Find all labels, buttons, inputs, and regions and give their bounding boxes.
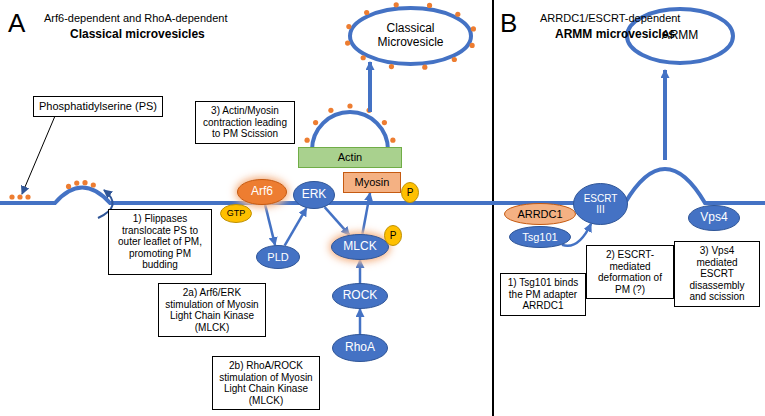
erk-ellipse: ERK — [293, 181, 335, 209]
arf6-ellipse: Arf6 — [237, 179, 287, 205]
vps4-ellipse: Vps4 — [688, 205, 740, 231]
arrdc1-ellipse: ARRDC1 — [504, 203, 576, 225]
phosphate-dot: P — [401, 182, 419, 203]
phosphate-dot: P — [384, 225, 402, 246]
node-label: P — [390, 230, 397, 242]
step-callout: 2) ESCRT-mediated deformation of PM (?) — [586, 245, 674, 299]
node-label: Phosphatidylserine (PS) — [39, 100, 157, 113]
term-box: Phosphatidylserine (PS) — [33, 96, 163, 117]
rhoa-ellipse: RhoA — [332, 334, 388, 362]
vesicle-ellipse: Classical Microvesicle — [348, 6, 473, 66]
panel-heading: ARMM microvesicles — [555, 27, 675, 41]
step-callout: 2b) RhoA/ROCK stimulation of Myosin Ligh… — [212, 356, 320, 410]
panel-letter: B — [500, 8, 517, 39]
myosin-box: Myosin — [343, 172, 401, 193]
gtp-dot: GTP — [220, 204, 252, 223]
node-label: Tsg101 — [522, 231, 557, 244]
callout-text: 1) Flippases translocate PS to outer lea… — [114, 213, 206, 271]
callout-text: 1) Tsg101 binds the PM adapter ARRDC1 — [506, 277, 580, 312]
signal-arrow — [359, 260, 362, 283]
rock-ellipse: ROCK — [332, 283, 388, 309]
callout-text: 2b) RhoA/ROCK stimulation of Myosin Ligh… — [218, 360, 314, 406]
node-label: Classical Microvesicle — [366, 22, 456, 50]
callout-text: 2a) Arf6/ERK stimulation of Myosin Light… — [164, 287, 260, 333]
callout-text: 2) ESCRT-mediated deformation of PM (?) — [592, 249, 668, 295]
step-callout: 1) Tsg101 binds the PM adapter ARRDC1 — [500, 273, 586, 316]
panel-heading: ARRDC1/ESCRT-dependent — [540, 12, 680, 24]
panel-letter: A — [8, 8, 25, 39]
node-label: Arf6 — [251, 185, 273, 199]
step-callout: 3) Vps4 mediated ESCRT disassembly and s… — [674, 241, 760, 307]
node-label: ESCRT III — [583, 193, 619, 216]
signal-arrow — [265, 205, 275, 245]
node-label: Vps4 — [700, 211, 727, 225]
node-label: Myosin — [355, 176, 390, 189]
node-label: P — [407, 187, 414, 199]
ps-pointer — [22, 116, 55, 194]
node-label: GTP — [227, 208, 246, 218]
signal-arrow — [325, 207, 350, 235]
node-label: ERK — [302, 188, 327, 202]
node-label: RhoA — [345, 341, 375, 355]
panel-heading: Classical microvesicles — [70, 27, 205, 41]
callout-text: 3) Actin/Myosin contraction leading to P… — [201, 105, 289, 140]
node-label: MLCK — [343, 240, 376, 254]
node-label: PLD — [267, 251, 288, 264]
signal-arrow — [285, 208, 307, 246]
node-label: ARRDC1 — [517, 208, 562, 221]
plasma-membrane — [493, 169, 765, 203]
callout-text: 3) Vps4 mediated ESCRT disassembly and s… — [680, 245, 754, 303]
panel-heading: Arf6-dependent and RhoA-dependent — [44, 12, 227, 24]
mlck-ellipse: MLCK — [331, 234, 389, 260]
step-callout: 2a) Arf6/ERK stimulation of Myosin Light… — [158, 283, 266, 337]
membrane-bud — [312, 112, 388, 150]
node-label: ROCK — [343, 289, 378, 303]
actin-box: Actin — [298, 147, 402, 168]
signal-arrow — [359, 309, 362, 334]
step-callout: 3) Actin/Myosin contraction leading to P… — [195, 101, 295, 144]
step-callout: 1) Flippases translocate PS to outer lea… — [108, 209, 212, 275]
pld-ellipse: PLD — [256, 245, 300, 269]
release-arrow — [663, 70, 667, 160]
tsg101-ellipse: Tsg101 — [509, 226, 571, 248]
panel-divider — [492, 0, 494, 416]
node-label: Actin — [338, 151, 362, 164]
signal-arrow — [362, 193, 370, 234]
release-arrow — [368, 62, 372, 112]
escrt-ellipse: ESCRT III — [573, 183, 628, 225]
